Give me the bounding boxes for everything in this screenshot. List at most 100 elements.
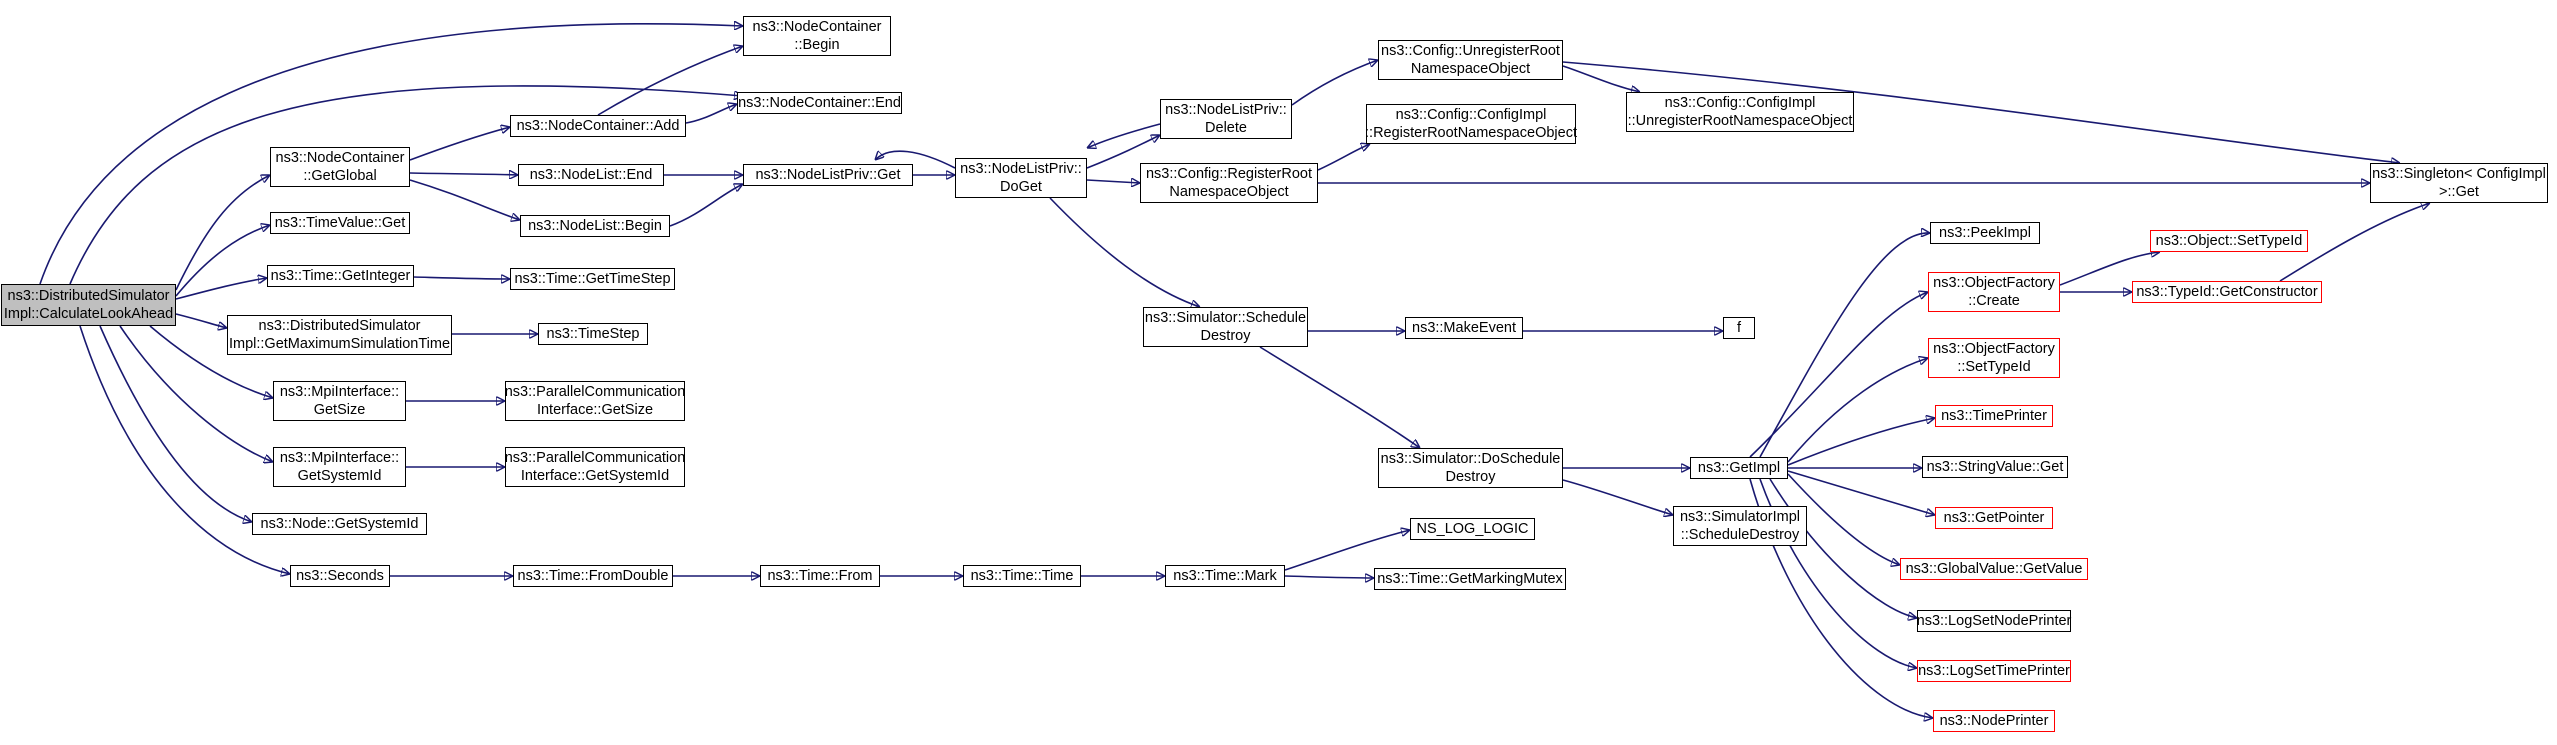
node-label: ns3::NodeListPriv::Get bbox=[755, 167, 901, 183]
node-nodecontainer-end[interactable]: ns3::NodeContainer::End bbox=[737, 92, 902, 114]
call-edge bbox=[79, 325, 290, 574]
node-label-line-2: Interface::GetSystemId bbox=[520, 468, 670, 484]
node-label: ns3::TimePrinter bbox=[1941, 408, 2047, 424]
node-label-line-1: ns3::NodeListPriv:: bbox=[1165, 102, 1287, 118]
node-label: ns3::LogSetTimePrinter bbox=[1918, 663, 2070, 679]
node-configimpl-unregisterrootnamespaceobject[interactable]: ns3::Config::ConfigImpl::UnregisterRootN… bbox=[1626, 92, 1854, 132]
node-label: ns3::Time::GetInteger bbox=[270, 268, 411, 284]
node-object-settypeid[interactable]: ns3::Object::SetTypeId bbox=[2150, 230, 2308, 252]
node-label: ns3::Time::Mark bbox=[1173, 568, 1277, 584]
call-edge bbox=[99, 325, 252, 522]
node-label: ns3::Object::SetTypeId bbox=[2155, 233, 2303, 249]
node-peekimpl[interactable]: ns3::PeekImpl bbox=[1930, 222, 2040, 244]
node-label: ns3::NodeContainer::End bbox=[738, 95, 901, 111]
node-getpointer[interactable]: ns3::GetPointer bbox=[1935, 507, 2053, 529]
node-time-fromdouble[interactable]: ns3::Time::FromDouble bbox=[513, 565, 673, 587]
call-edge bbox=[409, 179, 520, 220]
node-timevalue-get[interactable]: ns3::TimeValue::Get bbox=[270, 212, 410, 234]
node-label-line-1: ns3::DistributedSimulator bbox=[7, 288, 170, 304]
node-label: ns3::StringValue::Get bbox=[1926, 459, 2064, 475]
call-edge bbox=[175, 278, 267, 300]
node-timestep[interactable]: ns3::TimeStep bbox=[538, 323, 648, 345]
node-label: ns3::GlobalValue::GetValue bbox=[1905, 561, 2083, 577]
node-label: ns3::GetImpl bbox=[1697, 460, 1781, 476]
node-nodecontainer-getglobal[interactable]: ns3::NodeContainer::GetGlobal bbox=[270, 147, 410, 187]
node-label-line-2: Destroy bbox=[1200, 328, 1251, 344]
node-time-gettimestep[interactable]: ns3::Time::GetTimeStep bbox=[510, 268, 675, 290]
node-time-from[interactable]: ns3::Time::From bbox=[760, 565, 880, 587]
node-label: ns3::Time::GetMarkingMutex bbox=[1377, 571, 1563, 587]
node-simulatorimpl-scheduledestroy[interactable]: ns3::SimulatorImpl::ScheduleDestroy bbox=[1673, 506, 1807, 546]
node-label: ns3::Seconds bbox=[296, 568, 384, 584]
node-label-line-2: Impl::CalculateLookAhead bbox=[3, 306, 174, 322]
node-label: ns3::TimeStep bbox=[546, 326, 640, 342]
node-nodelist-begin[interactable]: ns3::NodeList::Begin bbox=[520, 215, 670, 237]
node-label-line-2: Impl::GetMaximumSimulationTime bbox=[228, 336, 451, 352]
node-label: ns3::Time::Time bbox=[970, 568, 1074, 584]
node-objectfactory-settypeid[interactable]: ns3::ObjectFactory::SetTypeId bbox=[1928, 338, 2060, 378]
node-timeprinter[interactable]: ns3::TimePrinter bbox=[1935, 405, 2053, 427]
node-label-line-2: ::RegisterRootNamespaceObject bbox=[1365, 125, 1577, 141]
node-label: ns3::Time::From bbox=[767, 568, 873, 584]
node-nodecontainer-begin[interactable]: ns3::NodeContainer::Begin bbox=[743, 16, 891, 56]
node-nodecontainer-add[interactable]: ns3::NodeContainer::Add bbox=[510, 115, 686, 137]
node-label-line-1: ns3::ObjectFactory bbox=[1933, 341, 2055, 357]
node-nodelist-end[interactable]: ns3::NodeList::End bbox=[518, 164, 664, 186]
node-objectfactory-create[interactable]: ns3::ObjectFactory::Create bbox=[1928, 272, 2060, 312]
call-edge bbox=[1086, 180, 1140, 183]
node-time-getinteger[interactable]: ns3::Time::GetInteger bbox=[267, 265, 414, 287]
node-singleton-configimpl-get[interactable]: ns3::Singleton< ConfigImpl >::Get bbox=[2370, 163, 2548, 203]
node-logsetnodeprinter[interactable]: ns3::LogSetNodePrinter bbox=[1917, 610, 2071, 632]
node-stringvalue-get[interactable]: ns3::StringValue::Get bbox=[1922, 456, 2068, 478]
node-label-line-1: ns3::Config::RegisterRoot bbox=[1145, 166, 1313, 182]
node-label-line-2: GetSize bbox=[313, 402, 366, 418]
node-configimpl-registerrootnamespaceobject[interactable]: ns3::Config::ConfigImpl::RegisterRootNam… bbox=[1365, 104, 1577, 144]
node-label: ns3::TimeValue::Get bbox=[274, 215, 406, 231]
node-time-mark[interactable]: ns3::Time::Mark bbox=[1165, 565, 1285, 587]
node-mpiinterface-getsystemid[interactable]: ns3::MpiInterface::GetSystemId bbox=[273, 447, 406, 487]
node-nodelistpriv-delete[interactable]: ns3::NodeListPriv::Delete bbox=[1160, 99, 1292, 139]
node-time-getmarkingmutex[interactable]: ns3::Time::GetMarkingMutex bbox=[1374, 568, 1566, 590]
call-edge bbox=[69, 85, 743, 285]
node-logsettimeprinter[interactable]: ns3::LogSetTimePrinter bbox=[1917, 660, 2071, 682]
call-edge bbox=[1259, 346, 1420, 448]
node-nodeprinter[interactable]: ns3::NodePrinter bbox=[1933, 710, 2055, 732]
call-edge bbox=[1759, 233, 1930, 458]
node-node-getsystemid[interactable]: ns3::Node::GetSystemId bbox=[252, 513, 427, 535]
node-label-line-2: Destroy bbox=[1445, 469, 1496, 485]
node-nodelistpriv-doget[interactable]: ns3::NodeListPriv::DoGet bbox=[955, 158, 1087, 198]
call-edge bbox=[1787, 358, 1928, 463]
call-edge bbox=[175, 313, 227, 328]
call-edge bbox=[1562, 479, 1673, 515]
node-typeid-getconstructor[interactable]: ns3::TypeId::GetConstructor bbox=[2132, 281, 2322, 303]
node-label-line-1: ns3::Simulator::Schedule bbox=[1144, 310, 1307, 326]
node-label: ns3::NodeList::End bbox=[529, 167, 653, 183]
node-label-line-1: ns3::SimulatorImpl bbox=[1679, 509, 1801, 525]
node-makeevent[interactable]: ns3::MakeEvent bbox=[1405, 317, 1523, 339]
call-edge bbox=[875, 150, 956, 169]
node-seconds[interactable]: ns3::Seconds bbox=[290, 565, 390, 587]
call-edge bbox=[175, 175, 270, 291]
node-label: ns3::GetPointer bbox=[1943, 510, 2045, 526]
call-edge bbox=[1087, 123, 1161, 148]
node-label-line-1: ns3::MpiInterface:: bbox=[279, 450, 400, 466]
node-getimpl[interactable]: ns3::GetImpl bbox=[1690, 457, 1788, 479]
node-time-time[interactable]: ns3::Time::Time bbox=[963, 565, 1081, 587]
node-ns-log-logic[interactable]: NS_LOG_LOGIC bbox=[1410, 518, 1535, 540]
node-label-line-1: ns3::Singleton< ConfigImpl bbox=[2372, 166, 2546, 182]
node-globalvalue-getvalue[interactable]: ns3::GlobalValue::GetValue bbox=[1900, 558, 2088, 580]
node-nodelistpriv-get[interactable]: ns3::NodeListPriv::Get bbox=[743, 164, 913, 186]
node-mpiinterface-getsize[interactable]: ns3::MpiInterface::GetSize bbox=[273, 381, 406, 421]
node-label-line-2: NamespaceObject bbox=[1410, 61, 1531, 77]
call-edge bbox=[1787, 470, 1935, 515]
node-label-line-2: ::Begin bbox=[794, 37, 840, 53]
node-f[interactable]: f bbox=[1723, 317, 1755, 339]
